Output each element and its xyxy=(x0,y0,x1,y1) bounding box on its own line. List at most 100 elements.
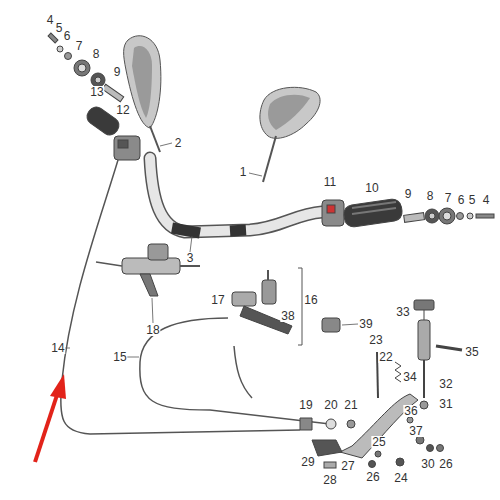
callout-number: 4 xyxy=(482,194,491,206)
right-grip-parts-part xyxy=(439,208,455,224)
callout-number: 32 xyxy=(438,378,453,390)
brake-master-cylinder xyxy=(122,244,200,296)
callout-number: 12 xyxy=(115,104,130,116)
left-grip-parts-part xyxy=(74,60,90,76)
brake-pedal-assembly-part xyxy=(324,462,336,468)
callout-number: 14 xyxy=(50,342,65,354)
right-mirror-part xyxy=(268,95,310,130)
callout-number: 19 xyxy=(298,399,313,411)
brake-pedal-assembly-part xyxy=(416,436,424,444)
right-mirror xyxy=(260,87,320,182)
red-pointer-arrow-part xyxy=(35,392,58,462)
right-grip-parts-part xyxy=(467,213,473,219)
handlebar-part xyxy=(172,228,200,233)
callout-number: 21 xyxy=(343,399,358,411)
right-grip-parts-part xyxy=(327,205,335,213)
leader-lines-part xyxy=(160,143,172,146)
callout-number: 37 xyxy=(408,425,423,437)
callout-number: 30 xyxy=(420,458,435,470)
brake-pedal-assembly-part xyxy=(395,362,401,382)
left-mirror-part xyxy=(150,126,160,152)
left-grip-parts-part xyxy=(114,136,140,160)
cables-part xyxy=(234,346,252,398)
callout-number: 8 xyxy=(92,48,101,60)
left-grip-parts-part xyxy=(102,84,123,102)
brake-pedal-assembly-part xyxy=(418,320,430,360)
right-grip-parts-part xyxy=(404,213,425,223)
right-grip-parts-part xyxy=(457,213,464,220)
brake-pedal-assembly-part xyxy=(347,420,355,428)
callout-number: 26 xyxy=(438,458,453,470)
brake-pedal-assembly-part xyxy=(420,401,428,409)
brake-master-cylinder-part xyxy=(148,244,168,260)
brake-pedal-assembly-part xyxy=(436,346,462,350)
brake-master-cylinder-part xyxy=(140,274,158,296)
callout-number: 39 xyxy=(358,318,373,330)
cables xyxy=(61,160,330,434)
right-mirror-part xyxy=(263,136,276,182)
callout-number: 20 xyxy=(323,399,338,411)
callout-number: 7 xyxy=(75,40,84,52)
leader-lines-part xyxy=(190,236,192,252)
red-pointer-arrow xyxy=(35,374,66,462)
right-grip-parts-part xyxy=(322,200,344,226)
left-grip-parts-part xyxy=(65,53,72,60)
handlebar-part xyxy=(150,158,322,232)
brake-pedal-assembly-part xyxy=(396,458,404,466)
right-grip-parts-part xyxy=(343,198,403,228)
right-grip-parts-part xyxy=(352,208,396,214)
callout-number: 17 xyxy=(210,294,225,306)
brake-pedal-assembly-part xyxy=(414,300,434,310)
callout-number: 11 xyxy=(323,176,337,188)
brake-pedal-assembly-part xyxy=(326,419,336,429)
callout-number: 9 xyxy=(404,188,413,200)
brake-pedal-assembly-part xyxy=(423,360,425,398)
cables-part xyxy=(96,262,122,266)
right-grip-parts-part xyxy=(476,214,494,218)
callout-number: 7 xyxy=(444,192,453,204)
brake-pedal-assembly-part xyxy=(340,394,418,458)
brake-pedal-assembly-part xyxy=(375,451,381,457)
brake-master-cylinder-part xyxy=(180,265,200,267)
callout-number: 27 xyxy=(340,460,355,472)
left-mirror-part xyxy=(132,46,152,118)
clutch-lever-part xyxy=(298,268,302,269)
callout-number: 29 xyxy=(300,456,315,468)
left-grip-parts-part xyxy=(91,73,105,87)
callout-number: 4 xyxy=(46,14,55,26)
brake-pedal-assembly-part xyxy=(437,445,444,452)
callout-number: 22 xyxy=(378,351,393,363)
callout-number: 5 xyxy=(468,194,477,206)
leader-lines-part xyxy=(127,357,139,358)
callout-number: 16 xyxy=(303,294,318,306)
leader-lines-part xyxy=(249,173,262,176)
leader-lines-part xyxy=(152,298,153,323)
brake-pedal-assembly-part xyxy=(424,310,425,320)
cables-part xyxy=(140,318,330,424)
callout-number: 8 xyxy=(426,190,435,202)
right-mirror-part xyxy=(260,87,320,138)
leader-lines-part xyxy=(65,348,70,349)
left-mirror xyxy=(124,36,161,152)
callout-number: 2 xyxy=(174,137,183,149)
leader-lines xyxy=(65,143,358,357)
brake-pedal-assembly-part xyxy=(312,440,342,456)
callout-number: 3 xyxy=(186,252,195,264)
callout-number: 23 xyxy=(368,334,383,346)
callout-number: 10 xyxy=(364,182,379,194)
clutch-lever-part xyxy=(322,318,340,332)
left-grip-parts-part xyxy=(57,46,63,52)
right-grip-parts-part xyxy=(429,213,435,219)
brake-pedal-assembly-part xyxy=(427,445,434,452)
brake-pedal-assembly-part xyxy=(407,417,413,423)
clutch-lever-part xyxy=(298,345,302,346)
callout-number: 25 xyxy=(371,436,386,448)
left-grip-parts-part xyxy=(95,77,101,83)
clutch-lever-part xyxy=(232,292,256,306)
callout-number: 18 xyxy=(145,324,160,336)
right-grip-parts-part xyxy=(425,209,439,223)
left-grip-parts xyxy=(48,33,140,160)
callout-number: 28 xyxy=(322,474,337,486)
handlebar-part xyxy=(150,158,322,232)
left-grip-parts-part xyxy=(48,33,58,43)
